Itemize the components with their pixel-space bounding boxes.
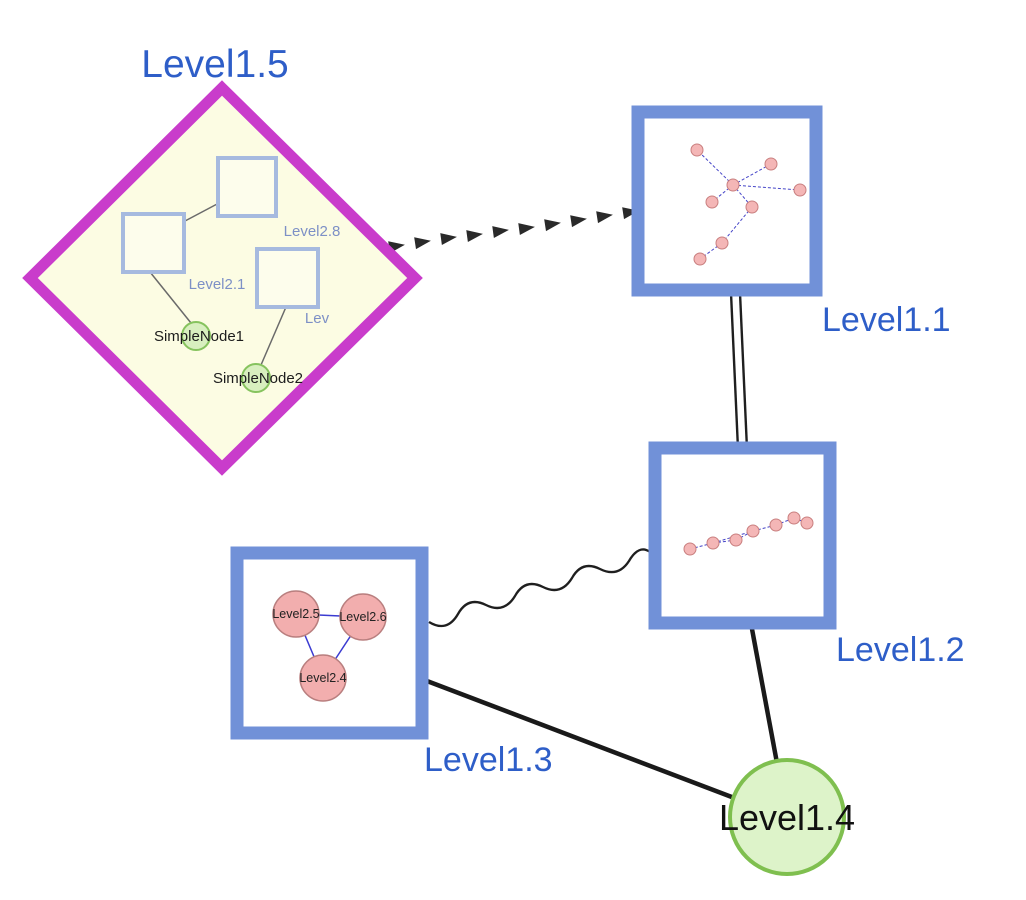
label-level15: Level1.5 [141,43,288,86]
label-level24: Level2.4 [299,671,346,685]
node-level13[interactable]: Level2.5 Level2.6 Level2.4 [230,546,429,740]
inner-node-level25[interactable] [272,590,320,638]
group-node-level15[interactable]: Level2.8 Level2.1 Lev SimpleNode1 Simple… [22,80,423,476]
edge-level15-to-level11-dashed-arrow[interactable] [388,207,639,254]
node-simplenode2[interactable] [241,363,271,393]
node-level14[interactable]: Level1.4 [719,758,855,876]
label-level26: Level2.6 [339,610,386,624]
label-level25: Level2.5 [272,607,319,621]
label-level28: Level2.8 [284,223,341,240]
level12-box[interactable] [648,441,837,630]
level15-inner-edges [149,202,287,366]
level15-diamond-shape[interactable] [22,80,423,476]
edge-level13-to-level14[interactable] [426,678,738,802]
level12-inner-nodes[interactable] [683,511,814,556]
label-simplenode1: SimpleNode1 [154,328,244,345]
label-level21: Level2.1 [189,276,246,293]
level11-box[interactable] [631,105,823,297]
inner-node-level26[interactable] [339,593,387,641]
edge-level11-to-level12-double-line[interactable] [729,292,749,450]
inner-node-lev[interactable] [255,247,320,309]
inner-node-level21[interactable] [121,212,186,274]
level13-box[interactable] [230,546,429,740]
edge-level12-to-level14[interactable] [749,628,780,764]
edge-level13-to-level12-wavy[interactable] [428,548,651,628]
label-level13: Level1.3 [424,741,553,779]
level11-inner-nodes[interactable] [690,143,807,266]
label-lev: Lev [305,310,330,327]
label-simplenode2: SimpleNode2 [213,370,303,387]
node-level12[interactable] [648,441,837,630]
inner-node-level24[interactable] [299,654,347,702]
label-level14: Level1.4 [719,797,855,838]
label-level12: Level1.2 [836,631,965,669]
label-level11: Level1.1 [822,301,951,339]
inner-node-level28[interactable] [216,156,278,218]
node-simplenode1[interactable] [181,321,211,351]
node-level11[interactable] [631,105,823,297]
level14-circle[interactable] [728,758,846,876]
